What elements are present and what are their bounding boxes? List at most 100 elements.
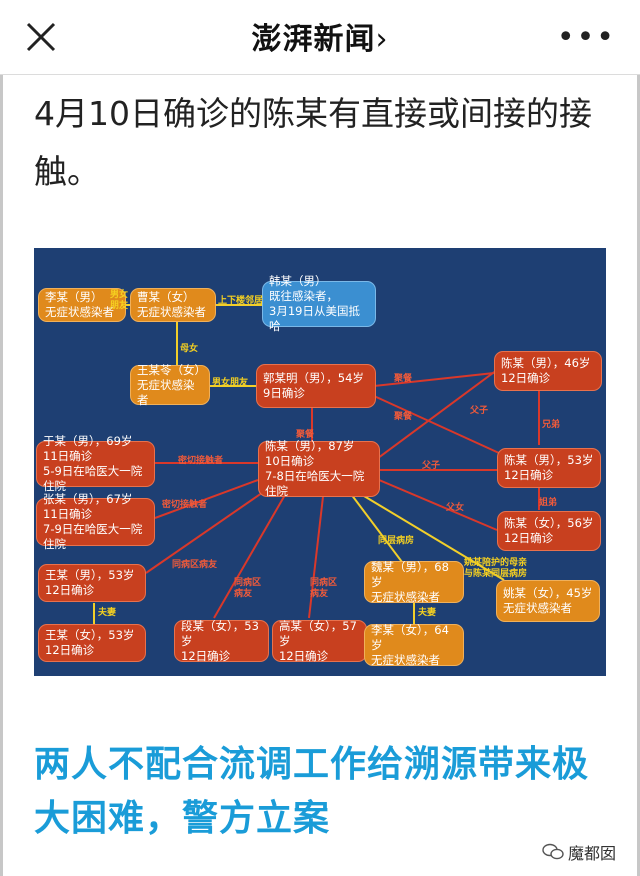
node-line: 段某（女），53岁	[181, 618, 259, 648]
node-wangling: 王某苓（女） 无症状感染者	[130, 362, 210, 407]
node-line: 3月19日从美国抵哈	[269, 304, 360, 333]
node-li64: 李某（女），64岁 无症状感染者	[364, 622, 464, 667]
node-line: 王某（男），53岁	[45, 568, 135, 582]
node-line: 无症状感染者	[503, 601, 572, 615]
node-line: 无症状感染者	[45, 305, 114, 319]
node-chen46: 陈某（男），46岁 12日确诊	[494, 351, 602, 391]
label-ward-friend-1: 同病区 病友	[234, 578, 261, 600]
node-line: 12日确诊	[181, 648, 231, 663]
top-bar: 澎湃新闻› •••	[0, 0, 640, 75]
label-line: 朋友	[110, 301, 129, 311]
label-line: 病友	[310, 589, 329, 599]
node-line: 无症状感染者	[371, 652, 440, 667]
label-neighbor: 上下楼邻居	[218, 296, 264, 306]
article-heading: 两人不配合流调工作给溯源带来极大困难，警方立案	[34, 744, 590, 839]
label-father-son: 父子	[470, 406, 489, 416]
label-brothers: 兄弟	[542, 420, 561, 430]
node-line: 郭某明（男），54岁	[263, 371, 364, 385]
node-line: 12日确诊	[504, 531, 554, 545]
wechat-icon	[542, 843, 564, 860]
transmission-diagram: 李某（男） 无症状感染者 曹某（女） 无症状感染者 韩某（男） 既往感染者， 3…	[34, 248, 606, 676]
node-line: 无症状感染者	[371, 589, 440, 604]
more-options-icon[interactable]: •••	[556, 20, 616, 55]
node-line: 12日确诊	[45, 583, 95, 597]
node-line: 12日确诊	[504, 468, 554, 482]
node-line: 王某苓（女）	[137, 362, 206, 377]
node-line: 陈某（男），87岁	[265, 439, 355, 453]
node-line: 陈某（女），56岁	[504, 516, 594, 530]
node-line: 魏某（男），68岁	[371, 559, 449, 589]
node-line: 陈某（男），53岁	[504, 453, 594, 467]
chevron-right-icon: ›	[375, 22, 389, 57]
node-line: 曹某（女）	[137, 290, 195, 304]
label-mother-daughter: 母女	[180, 344, 199, 354]
node-zhang: 张某（男），67岁 11日确诊 7-9日在哈医大一院住院	[36, 492, 155, 551]
label-dine-1: 聚餐	[394, 374, 413, 384]
node-line: 李某（女），64岁	[371, 622, 449, 652]
node-chen87: 陈某（男），87岁 10日确诊 7-8日在哈医大一院住院	[258, 439, 380, 498]
node-guo: 郭某明（男），54岁 9日确诊	[256, 364, 376, 408]
watermark: 魔都囡	[542, 840, 616, 864]
watermark-text: 魔都囡	[567, 844, 616, 863]
node-wang53m: 王某（男），53岁 12日确诊	[38, 564, 146, 602]
label-yao-note: 姚某陪护的母亲 与陈某同层病房	[464, 558, 527, 580]
label-dine-2: 聚餐	[394, 412, 413, 422]
label-father-son-2: 父子	[422, 461, 441, 471]
label-close-contact-1: 密切接触者	[178, 456, 224, 466]
node-han: 韩某（男） 既往感染者， 3月19日从美国抵哈	[262, 274, 376, 333]
label-couple-1: 夫妻	[98, 608, 117, 618]
label-line: 姚某陪护的母亲	[464, 558, 528, 568]
node-wang53f: 王某（女），53岁 12日确诊	[38, 624, 146, 662]
node-line: 5-9日在哈医大一院住院	[43, 464, 143, 493]
close-icon[interactable]	[22, 18, 60, 56]
node-chen53: 陈某（男），53岁 12日确诊	[497, 448, 601, 488]
right-edge	[637, 75, 640, 876]
label-same-ward: 同层病房	[378, 536, 415, 546]
label-close-contact-2: 密切接触者	[162, 500, 208, 510]
node-line: 于某（男），69岁	[43, 434, 133, 448]
node-line: 12日确诊	[45, 643, 95, 657]
diagram-edges	[93, 304, 540, 624]
node-line: 高某（女），57岁	[279, 618, 357, 648]
label-ward-friend-2: 同病区 病友	[310, 578, 337, 600]
node-duan: 段某（女），53岁 12日确诊	[174, 618, 269, 663]
node-line: 10日确诊	[265, 454, 315, 468]
label-line: 同病区	[234, 578, 262, 588]
node-line: 王某（女），53岁	[45, 628, 135, 642]
node-line: 9日确诊	[263, 386, 305, 400]
node-line: 张某（男），67岁	[43, 492, 133, 506]
label-line: 与陈某同层病房	[464, 569, 528, 579]
label-siblings: 姐弟	[539, 498, 558, 508]
article-paragraph: 4月10日确诊的陈某有直接或间接的接触。	[34, 94, 592, 191]
node-yao: 姚某（女），45岁 无症状感染者	[496, 580, 600, 622]
node-gao: 高某（女），57岁 12日确诊	[272, 618, 367, 663]
node-line: 7-9日在哈医大一院住院	[43, 522, 143, 551]
node-line: 姚某（女），45岁	[503, 586, 593, 600]
node-line: 11日确诊	[43, 449, 93, 463]
label-dine-3: 聚餐	[296, 430, 315, 440]
node-line: 李某（男）	[45, 290, 103, 304]
label-couple-2: 夫妻	[418, 608, 437, 618]
node-line: 无症状感染者	[137, 305, 206, 319]
label-line: 病友	[234, 589, 253, 599]
node-line: 既往感染者，	[269, 289, 338, 303]
node-line: 无症状感染者	[137, 377, 195, 407]
label-line: 同病区	[310, 578, 338, 588]
node-line: 11日确诊	[43, 507, 93, 521]
node-line: 韩某（男）	[269, 274, 327, 288]
node-li: 李某（男） 无症状感染者	[38, 288, 126, 322]
node-line: 12日确诊	[501, 371, 551, 385]
label-line: 男女	[110, 290, 129, 300]
label-boyfriend: 男女 朋友	[110, 290, 128, 312]
node-wei: 魏某（男），68岁 无症状感染者	[364, 559, 464, 604]
node-cao: 曹某（女） 无症状感染者	[130, 288, 216, 322]
label-father-daughter: 父女	[446, 503, 465, 513]
node-chen56: 陈某（女），56岁 12日确诊	[497, 511, 601, 551]
node-yu: 于某（男），69岁 11日确诊 5-9日在哈医大一院住院	[36, 434, 155, 493]
node-line: 陈某（男），46岁	[501, 356, 591, 370]
label-couple-friend: 男女朋友	[212, 378, 249, 388]
label-same-ward-friend: 同病区病友	[172, 560, 218, 570]
source-title[interactable]: 澎湃新闻›	[0, 14, 640, 58]
source-name: 澎湃新闻	[251, 22, 376, 57]
node-line: 12日确诊	[279, 648, 329, 663]
